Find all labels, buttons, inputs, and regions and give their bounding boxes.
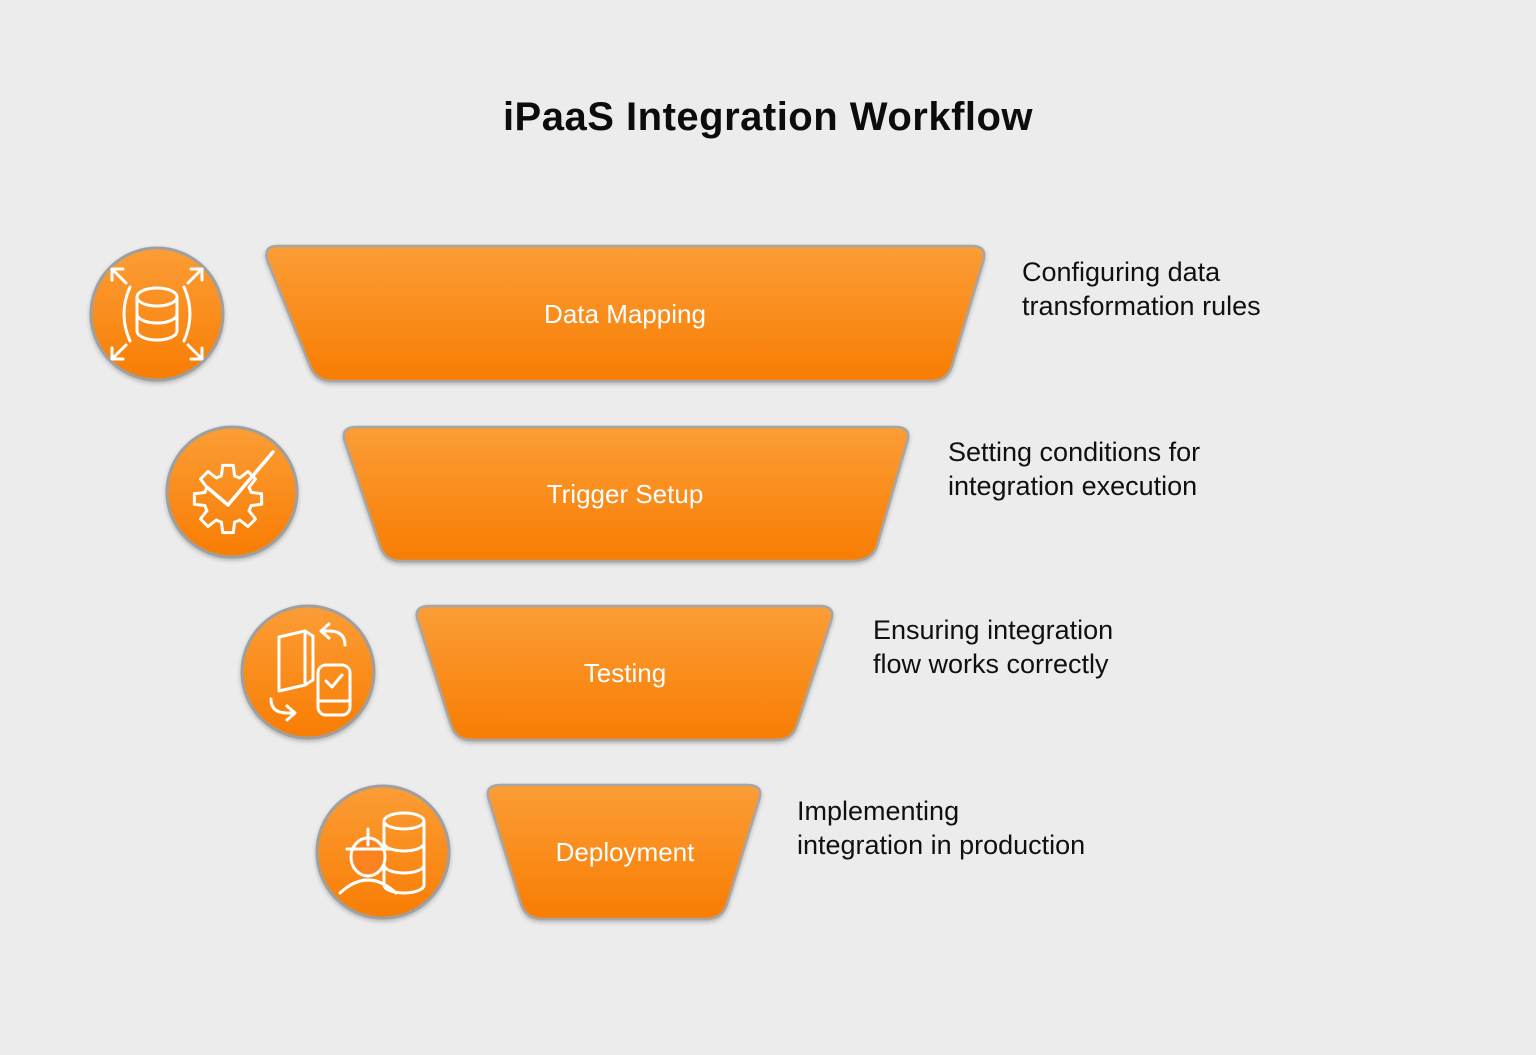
page-title: iPaaS Integration Workflow bbox=[502, 95, 1034, 139]
stage-description-testing: Ensuring integration flow works correctl… bbox=[873, 615, 1114, 679]
sync-devices-icon bbox=[269, 622, 352, 722]
stage-label-data-mapping: Data Mapping bbox=[544, 299, 706, 329]
stage-label-deployment: Deployment bbox=[555, 837, 695, 867]
stage-label-trigger-setup: Trigger Setup bbox=[546, 479, 704, 509]
engineer-database-icon bbox=[338, 811, 426, 895]
icon-circle-testing bbox=[240, 604, 376, 740]
funnel-stage-deployment bbox=[486, 783, 762, 921]
stage-description-deployment: Implementing integration in production bbox=[797, 796, 1086, 860]
funnel-stage-testing bbox=[415, 604, 834, 742]
funnel-stage-trigger-setup bbox=[342, 425, 910, 563]
database-expand-icon bbox=[110, 267, 204, 361]
stage-description-data-mapping: Configuring data transformation rules bbox=[1022, 257, 1261, 321]
gear-check-icon bbox=[192, 450, 275, 535]
stage-label-testing: Testing bbox=[583, 658, 667, 688]
stage-description-trigger-setup: Setting conditions for integration execu… bbox=[948, 437, 1201, 501]
funnel-stage-data-mapping bbox=[265, 244, 986, 383]
